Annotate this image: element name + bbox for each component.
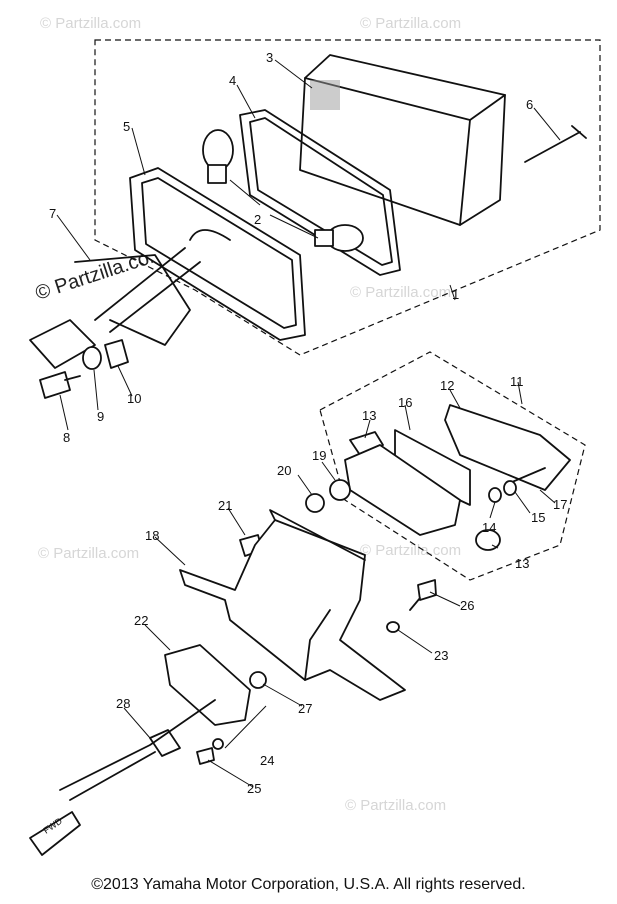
callout-14: 14 [482, 520, 496, 535]
part-25-nut [196, 747, 215, 765]
callout-23: 23 [434, 648, 448, 663]
part-6-screw [524, 131, 581, 163]
part-13-bulb-bottom [475, 529, 501, 551]
callout-28: 28 [116, 696, 130, 711]
part-24-washer [212, 738, 224, 750]
callout-10: 10 [127, 391, 141, 406]
callout-18: 18 [145, 528, 159, 543]
fwd-arrow: FWD [29, 811, 81, 856]
callout-7: 7 [49, 206, 56, 221]
callout-15: 15 [531, 510, 545, 525]
part-26-bolt [409, 579, 437, 611]
callout-12: 12 [440, 378, 454, 393]
part-4-gasket-inner [249, 117, 393, 266]
part-3-lens [299, 54, 506, 226]
callout-20: 20 [277, 463, 291, 478]
callout-22: 22 [134, 613, 148, 628]
callouts: 1 2 3 4 5 6 7 8 9 10 11 12 13 13 14 15 1… [49, 50, 567, 796]
part-7-socket [29, 229, 231, 369]
callout-4: 4 [229, 73, 236, 88]
callout-5: 5 [123, 119, 130, 134]
part-2-bulbs [202, 129, 364, 252]
callout-21: 21 [218, 498, 232, 513]
assembly-11-boundary [319, 351, 586, 581]
part-27-grommet [249, 671, 267, 689]
part-4-gasket [239, 109, 401, 276]
part-20-washer [305, 493, 325, 513]
callout-17: 17 [553, 497, 567, 512]
part-14-washer [488, 487, 502, 503]
callout-11: 11 [510, 374, 524, 389]
part-28-grommet [149, 729, 181, 757]
part-8-bolt [39, 371, 81, 399]
watermark: © Partzilla.com [345, 797, 446, 814]
watermark: © Partzilla.com [40, 15, 141, 32]
leader-lines [56, 59, 561, 788]
watermark: © Partzilla.com [350, 284, 451, 301]
copyright-notice: ©2013 Yamaha Motor Corporation, U.S.A. A… [91, 876, 526, 893]
part-22-plate [164, 644, 251, 726]
part-15-nut [503, 480, 517, 496]
part-18-bracket [179, 509, 406, 701]
part-9-washer [82, 346, 102, 370]
callout-9: 9 [97, 409, 104, 424]
assembly-1-boundary [94, 39, 601, 356]
watermark: © Partzilla.com [360, 542, 461, 559]
callout-13-bottom: 13 [515, 556, 529, 571]
callout-13-top: 13 [362, 408, 376, 423]
callout-26: 26 [460, 598, 474, 613]
callout-3: 3 [266, 50, 273, 65]
watermark: © Partzilla.com [38, 545, 139, 562]
part-13-bulb-top [349, 431, 384, 456]
callout-2: 2 [254, 212, 261, 227]
watermark: © Partzilla.com [360, 15, 461, 32]
watermarks: © Partzilla.com © Partzilla.com © Partzi… [38, 15, 461, 814]
callout-16: 16 [398, 395, 412, 410]
callout-8: 8 [63, 430, 70, 445]
part-23-washer [386, 621, 400, 633]
callout-1: 1 [452, 287, 459, 302]
part-5-base [129, 167, 306, 341]
part-12-lens [444, 404, 571, 491]
callout-24: 24 [260, 753, 274, 768]
callout-19: 19 [312, 448, 326, 463]
callout-27: 27 [298, 701, 312, 716]
wire-harness [59, 699, 216, 801]
part-19-grommet [329, 479, 351, 501]
callout-6: 6 [526, 97, 533, 112]
callout-25: 25 [247, 781, 261, 796]
part-10-collar [104, 339, 129, 369]
